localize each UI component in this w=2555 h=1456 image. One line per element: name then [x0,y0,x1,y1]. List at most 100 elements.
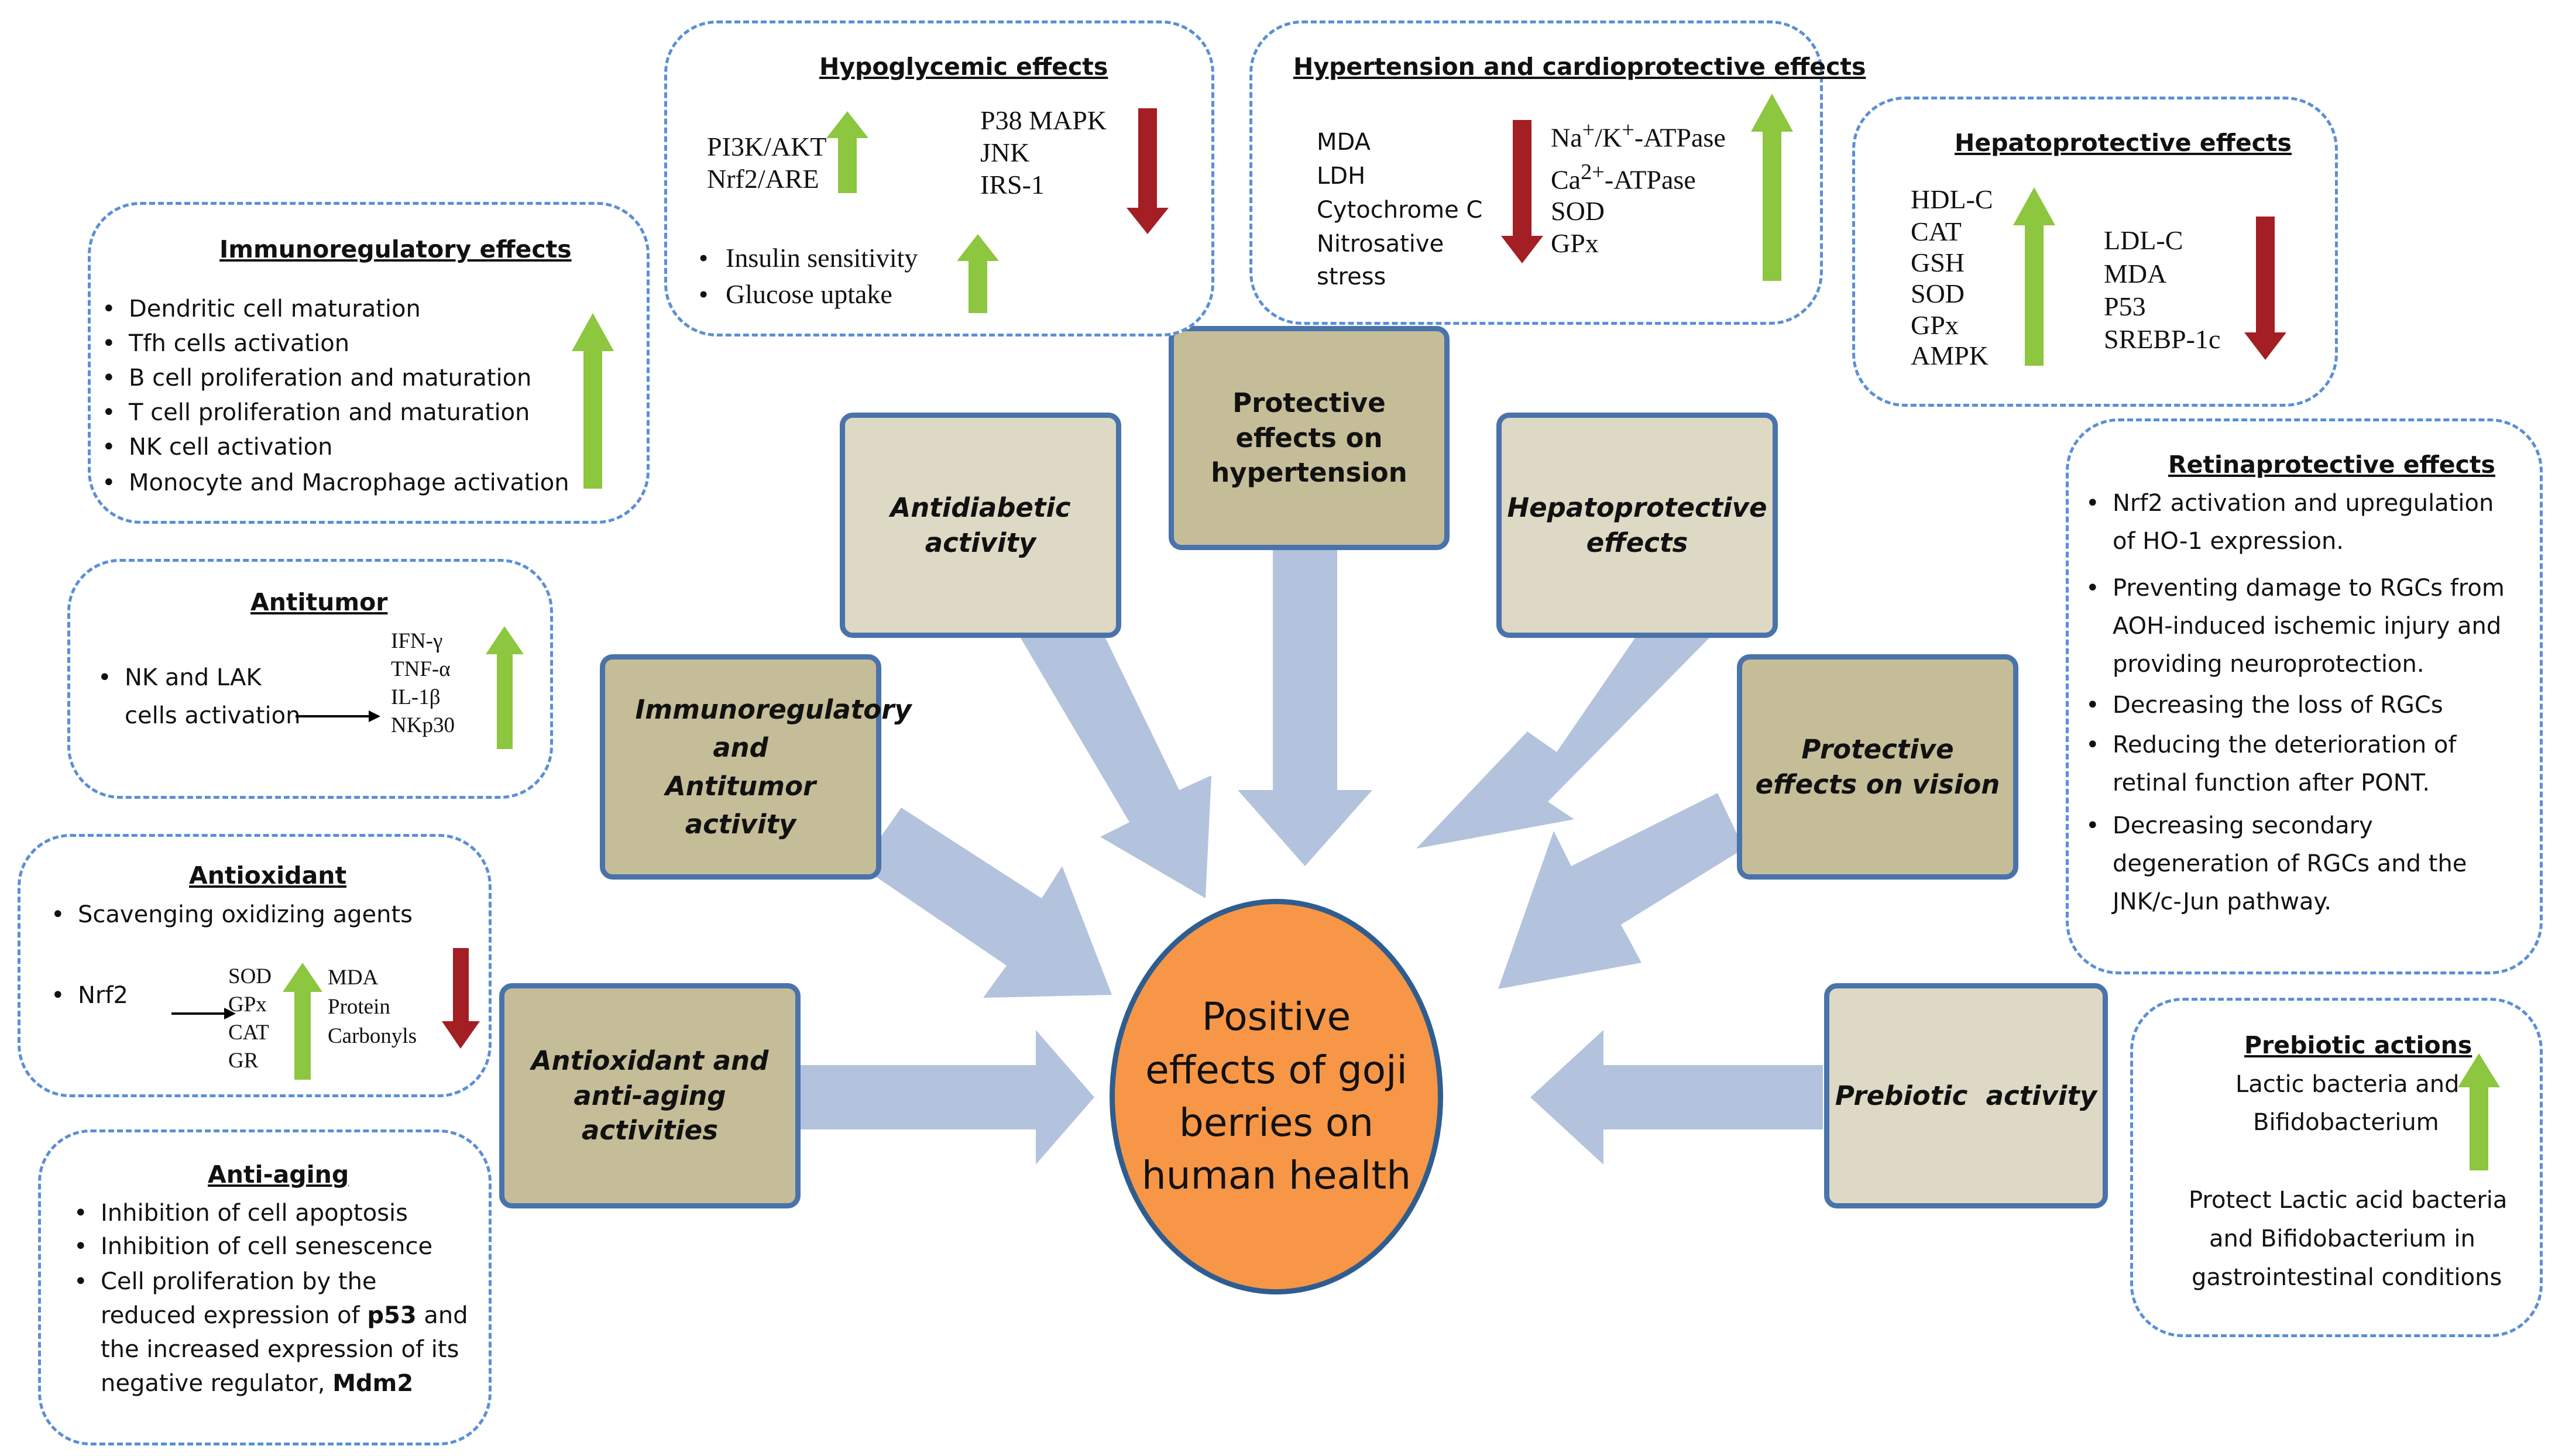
immuno-bullet: Tfh cells activation [102,330,349,357]
arrow-up-icon [1751,94,1793,281]
antiaging-bullet-cont: reduced expression of p53 and [101,1302,468,1329]
up-marker: GR [228,1049,259,1073]
up-marker-ca-atpase: Ca2+-ATPase [1551,160,1696,195]
down-marker: Carbonyls [328,1024,417,1048]
category-protective-hypertension: Protective effects on hypertension [1169,326,1450,550]
down-marker: Cytochrome C [1317,197,1483,224]
down-marker: Protein [328,995,390,1019]
retina-bullet-cont: retinal function after PONT. [2113,770,2430,796]
down-marker: JNK [980,138,1030,167]
text: reduced expression of [101,1302,368,1329]
retina-bullet-cont: JNK/c-Jun pathway. [2113,888,2332,915]
prebiotic-line: gastrointestinal conditions [2192,1264,2502,1291]
arrow-prebiotic [1530,1030,1823,1165]
arrow-vision [1498,793,1744,989]
hepatoprotective-title: Hepatoprotective effects [1955,129,2292,157]
up-marker: Nrf2/ARE [707,164,819,194]
category-antioxidant-antiaging: Antioxidant and anti-aging activities [499,983,801,1208]
immuno-bullet: NK cell activation [102,434,332,461]
immunoregulatory-title: Immunoregulatory effects [219,235,572,263]
marker: IFN-γ [391,629,443,653]
marker: NKp30 [391,713,455,737]
antiaging-bullet: Cell proliferation by the [74,1268,377,1295]
retina-bullet-cont: of HO-1 expression. [2113,528,2344,555]
arrow-up-icon [486,626,524,749]
hepatoprotective-box: Hepatoprotective effects HDL-C CAT GSH S… [1852,97,2338,407]
down-marker: LDH [1317,163,1366,190]
center-text: Positive effects of goji berries on huma… [1141,994,1412,1199]
retina-bullet: Reducing the deterioration of [2086,732,2456,758]
arrow-down-icon [442,948,480,1049]
antitumor-bullet-cont: cells activation [125,702,301,729]
arrow-up-icon [826,111,868,193]
arrow-hypertension [1238,547,1372,866]
up-marker: AMPK [1911,341,1989,370]
category-label: Immunoregulatory and Antitumor activity [635,694,912,840]
category-immuno-antitumor: Immunoregulatory and Antitumor activity [600,654,912,880]
retina-bullet: Decreasing the loss of RGCs [2086,692,2443,719]
antiaging-title: Anti-aging [208,1160,349,1189]
down-marker: LDL-C [2104,225,2183,255]
arrow-up-icon [2458,1053,2500,1170]
antiaging-bullet: Inhibition of cell senescence [74,1233,432,1260]
retina-box: Retinaprotective effects Nrf2 activation… [2066,418,2543,974]
antioxidant-bullet: Nrf2 [51,982,128,1009]
antitumor-title: Antitumor [250,588,388,616]
arrow-up-icon [283,963,322,1080]
category-label: Antioxidant and anti-aging activities [531,1045,769,1146]
retina-bullet: Nrf2 activation and upregulation [2086,490,2494,517]
retina-bullet-cont: degeneration of RGCs and the [2113,850,2467,877]
arrow-up-icon [957,234,999,313]
arrow-down-icon [1501,120,1543,263]
prebiotic-line: Bifidobacterium [2253,1109,2439,1136]
category-prebiotic: Prebiotic activity [1824,983,2108,1208]
antitumor-bullet: NK and LAK [98,664,262,691]
antiaging-box: Anti-aging Inhibition of cell apoptosis … [38,1129,492,1445]
hypoglycemic-bullet: Glucose uptake [699,279,892,310]
text: and [416,1302,468,1329]
arrow-antioxidant [799,1030,1094,1165]
up-marker: SOD [228,964,272,988]
prebiotic-box: Prebiotic actions Lactic bacteria and Bi… [2130,998,2543,1337]
up-marker: GPx [1911,310,1959,340]
hypertension-title: Hypertension and cardioprotective effect… [1293,53,1866,81]
category-antidiabetic: Antidiabetic activity [840,413,1121,638]
up-marker: PI3K/AKT [707,132,827,162]
immuno-bullet: T cell proliferation and maturation [102,399,530,426]
down-marker: SREBP-1c [2104,324,2221,354]
category-label: Prebiotic activity [1835,1080,2097,1111]
arrow-up-icon [572,313,614,489]
down-marker: MDA [2104,259,2167,289]
retina-bullet-cont: AOH-induced ischemic injury and [2113,613,2502,640]
up-marker: GPx [1551,228,1599,258]
antitumor-box: Antitumor NK and LAK cells activation IF… [67,559,553,799]
marker: IL-1β [391,685,441,709]
arrow-down-icon [1127,108,1169,234]
retina-title: Retinaprotective effects [2168,451,2495,479]
p53-text: p53 [367,1302,417,1329]
down-marker: Nitrosative [1317,231,1444,257]
prebiotic-line: Protect Lactic acid bacteria [2189,1187,2508,1214]
hypoglycemic-title: Hypoglycemic effects [819,53,1108,81]
arrow-antidiabetic [1015,597,1211,898]
retina-bullet: Preventing damage to RGCs from [2086,575,2505,602]
text: negative regulator, [101,1370,333,1397]
arrow-up-icon [2013,187,2055,366]
prebiotic-line: and Bifidobacterium in [2209,1225,2475,1252]
category-vision: Protective effects on vision [1737,654,2018,880]
antioxidant-bullet: Scavenging oxidizing agents [51,901,413,928]
immuno-bullet: Dendritic cell maturation [102,296,421,322]
antiaging-bullet-cont: negative regulator, Mdm2 [101,1370,413,1397]
down-marker: MDA [1317,129,1371,156]
hypertension-box: Hypertension and cardioprotective effect… [1249,20,1866,325]
retina-bullet-cont: providing neuroprotection. [2113,651,2424,678]
antioxidant-box: Antioxidant Scavenging oxidizing agents … [18,834,492,1097]
arrow-right-icon [296,710,380,722]
down-marker: IRS-1 [980,170,1045,200]
up-marker: SOD [1911,279,1965,308]
arrow-immuno [860,808,1112,998]
hypoglycemic-bullet: Insulin sensitivity [699,243,918,274]
up-marker: CAT [228,1021,269,1045]
down-marker: stress [1317,263,1386,290]
prebiotic-title: Prebiotic actions [2244,1031,2472,1059]
